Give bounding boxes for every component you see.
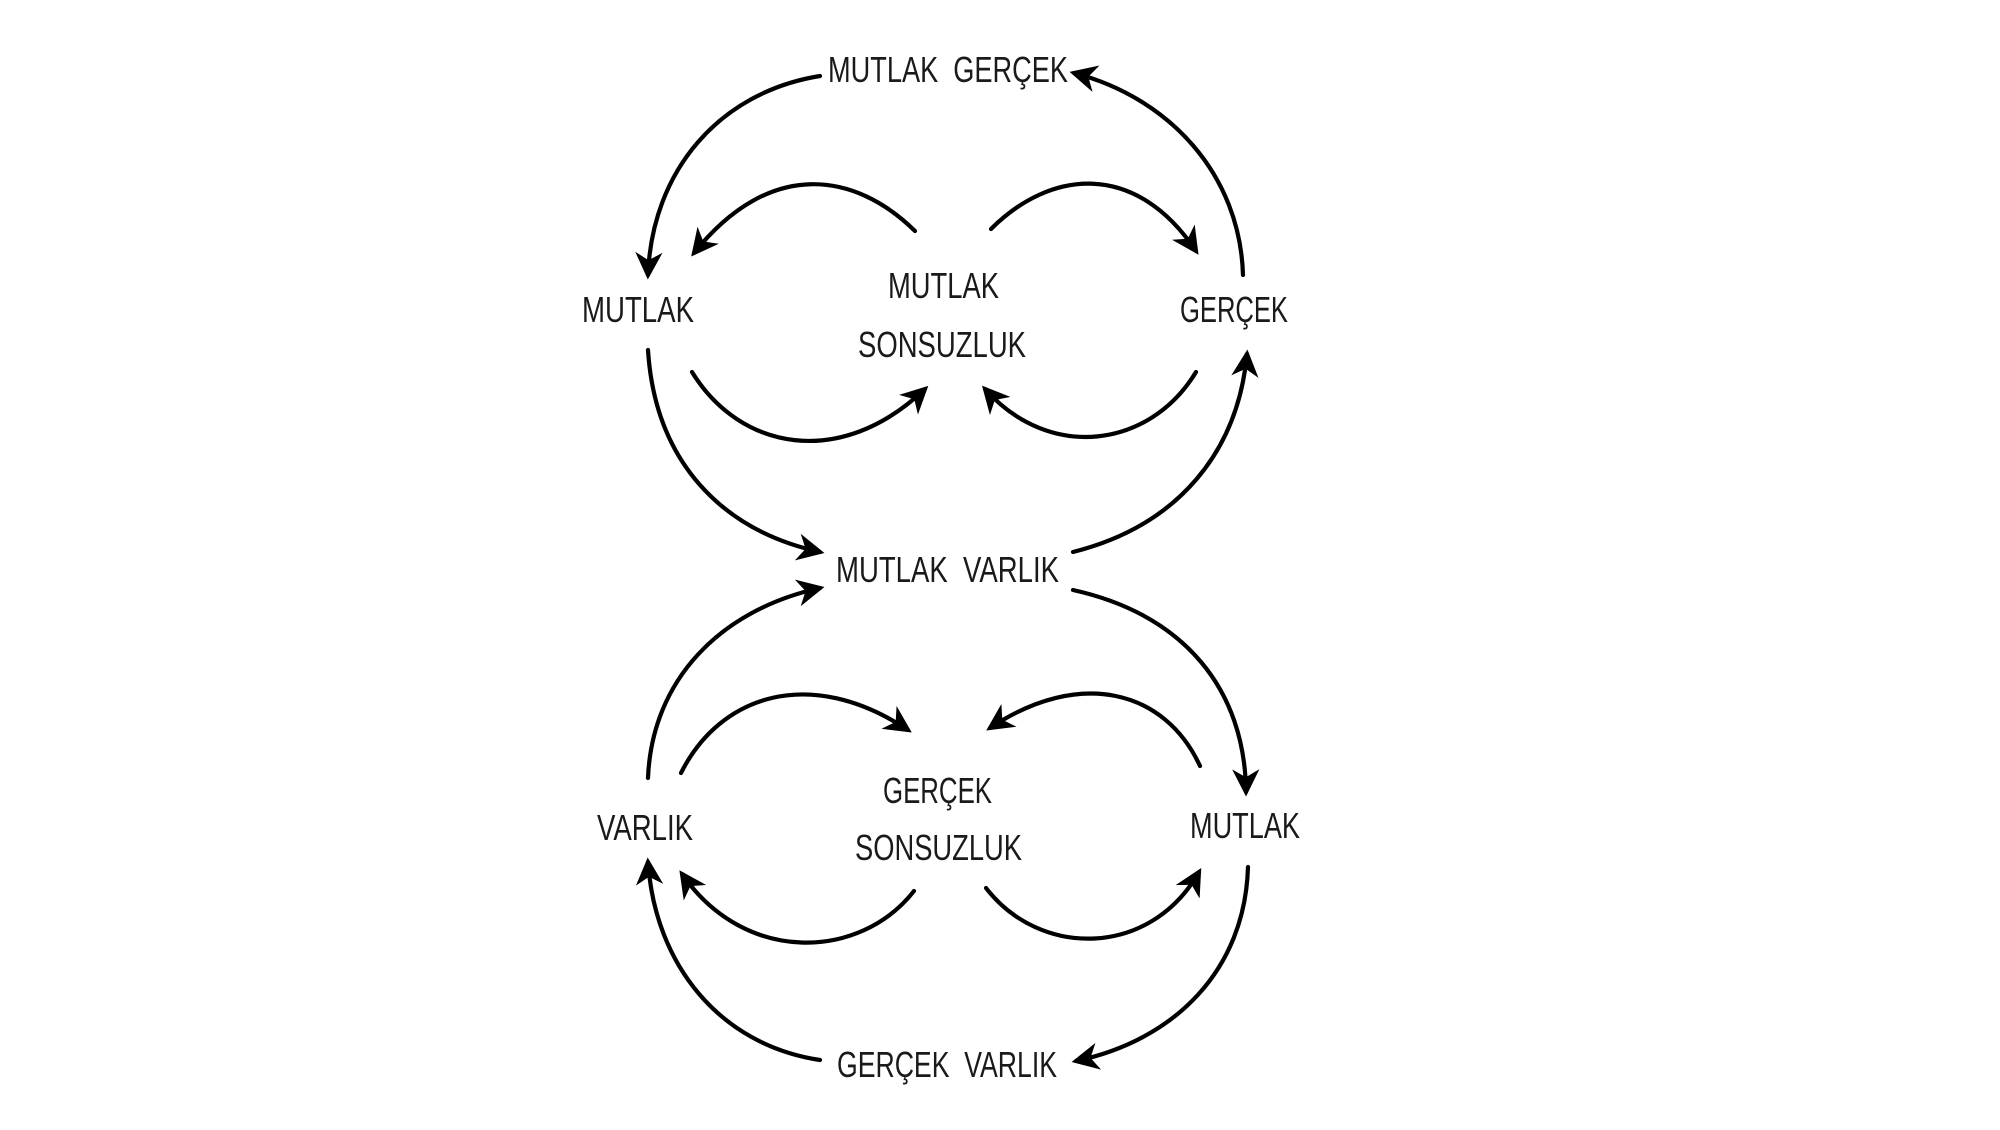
arrow-gercek-varlik-to-varlik <box>635 857 823 1063</box>
arrow-gercek-sonsuzluk-to-varlik <box>679 870 917 945</box>
arrow-mutlak-sonsuzluk-to-gercek <box>988 181 1199 255</box>
arrow-gercek-sonsuzluk-to-mutlak <box>983 868 1202 941</box>
node-gercek-top-right: GERÇEK <box>1180 289 1288 330</box>
node-gercek-varlik: GERÇEK VARLIK <box>837 1044 1057 1085</box>
arrow-mutlak-to-mutlak-sonsuzluk <box>689 369 929 444</box>
arrow-gercek-to-mutlak-gercek <box>1069 65 1246 278</box>
arrow-mutlak-to-gercek-sonsuzluk <box>986 691 1203 769</box>
arrow-gercek-to-mutlak-sonsuzluk <box>981 369 1199 439</box>
arrow-mutlak-varlik-to-gercek <box>1070 349 1259 555</box>
node-mutlak-varlik: MUTLAK VARLIK <box>836 549 1059 590</box>
node-mutlak-bottom-right: MUTLAK <box>1190 805 1300 846</box>
arrow-mutlak-gercek-to-mutlak <box>635 73 823 280</box>
node-varlik-bottom-left: VARLIK <box>597 807 693 848</box>
node-gercek-sonsuzluk-line1: GERÇEK <box>883 770 992 811</box>
arrow-mutlak-sonsuzluk-to-mutlak <box>691 182 918 257</box>
arrow-varlik-to-mutlak-varlik <box>645 579 825 781</box>
node-mutlak-top-left: MUTLAK <box>582 289 694 330</box>
arrow-mutlak-to-mutlak-varlik <box>645 347 825 561</box>
arrow-varlik-to-gercek-sonsuzluk <box>678 692 912 776</box>
arrow-mutlak-varlik-to-mutlak <box>1070 587 1260 797</box>
node-gercek-sonsuzluk-line2: SONSUZLUK <box>855 827 1022 868</box>
node-mutlak-sonsuzluk-line2: SONSUZLUK <box>858 324 1026 365</box>
node-mutlak-sonsuzluk-line1: MUTLAK <box>888 265 999 306</box>
node-mutlak-gercek: MUTLAK GERÇEK <box>828 49 1068 90</box>
arrow-mutlak-to-gercek-varlik <box>1071 864 1251 1070</box>
